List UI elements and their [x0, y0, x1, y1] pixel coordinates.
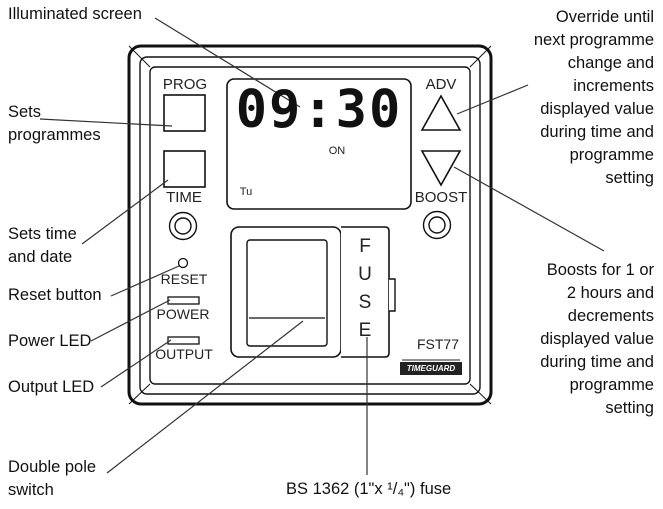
callout-fuse: BS 1362 (1"x ¹/₄") fuse [286, 480, 452, 498]
fuse-letter-s: S [358, 292, 372, 313]
callout-illuminated-screen: Illuminated screen [8, 5, 142, 23]
callout-power-led: Power LED [8, 332, 92, 350]
lcd-day: Tu [239, 186, 253, 198]
reset-label: RESET [160, 271, 208, 287]
output-label: OUTPUT [155, 346, 213, 362]
lcd-screen [226, 78, 412, 210]
callout-reset-button: Reset button [8, 286, 102, 304]
double-pole-switch[interactable] [230, 226, 342, 358]
prog-button[interactable] [163, 94, 206, 132]
leader-sets-programmes [39, 118, 173, 127]
fuse-letter-e: E [358, 320, 372, 341]
leader-switch [106, 320, 304, 474]
lcd-time: 09:30 [235, 80, 403, 140]
boost-label: BOOST [414, 189, 468, 206]
adv-button[interactable] [420, 94, 462, 131]
leader-lines [39, 17, 605, 475]
brand-label: TIMEGUARD [406, 364, 456, 373]
leader-reset [110, 265, 180, 297]
prog-label: PROG [162, 76, 208, 93]
boost-button[interactable] [420, 150, 462, 187]
callout-sets-time-date: Sets time and date [8, 225, 77, 266]
output-led [167, 336, 200, 345]
leader-illuminated-screen [154, 17, 301, 108]
timeguard-logo [400, 359, 462, 375]
callout-sets-programmes: Sets programmes [8, 103, 101, 144]
model-label: FST77 [416, 336, 459, 352]
callout-output-led: Output LED [8, 378, 95, 396]
reset-button[interactable] [177, 257, 189, 269]
leader-output-led [100, 339, 172, 388]
callout-boosts: Boosts for 1 or 2 hours and decrements d… [540, 261, 654, 417]
leader-override [456, 84, 529, 115]
leader-sets-time [81, 179, 169, 245]
lcd-on-indicator: ON [328, 145, 346, 157]
fuse-letter-u: U [358, 264, 372, 285]
time-label: TIME [166, 189, 202, 206]
leader-boosts [453, 166, 605, 252]
time-knob[interactable] [168, 211, 198, 241]
fuse-holder[interactable] [341, 226, 396, 358]
fuse-letter-f: F [359, 236, 371, 257]
adv-label: ADV [425, 76, 457, 93]
callout-override: Override until next programme change and… [533, 8, 654, 187]
boost-knob[interactable] [422, 210, 452, 240]
callout-double-pole-switch: Double pole switch [8, 458, 97, 499]
time-button[interactable] [163, 150, 206, 188]
leader-power-led [90, 299, 171, 342]
power-label: POWER [156, 306, 210, 322]
power-led [167, 296, 200, 305]
